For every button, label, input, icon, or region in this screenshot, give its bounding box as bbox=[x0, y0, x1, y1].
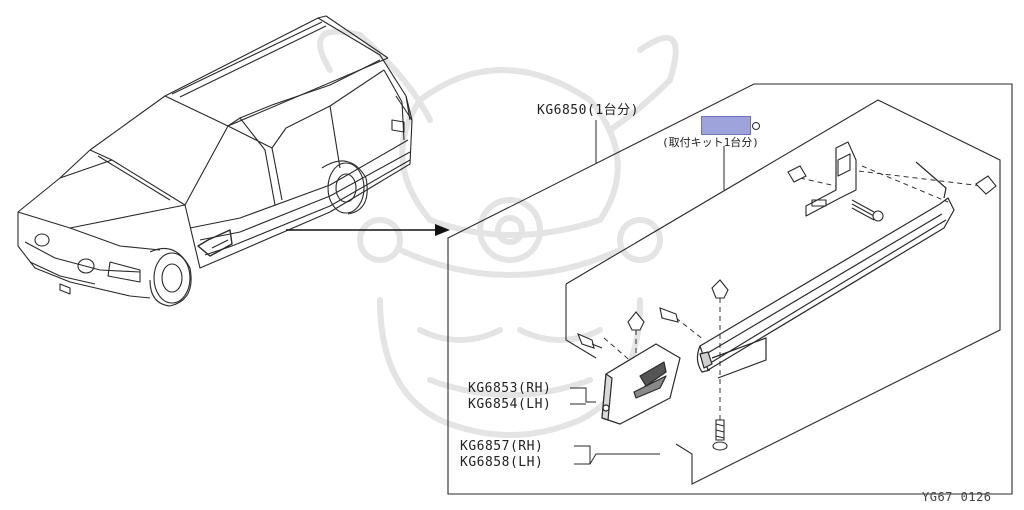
clips bbox=[576, 165, 997, 451]
pointer-arrow bbox=[286, 224, 450, 236]
label-part-lh-1: KG6854(LH) bbox=[468, 397, 552, 412]
label-part-lh-2: KG6858(LH) bbox=[460, 455, 544, 470]
kit-marker-circle bbox=[752, 122, 760, 130]
label-kit-mount: (取付キット1台分) bbox=[662, 136, 759, 149]
front-garnish bbox=[601, 343, 681, 425]
leader-lines bbox=[570, 120, 725, 465]
figure-code: YG67 0126 bbox=[922, 490, 992, 504]
detail-frame bbox=[447, 83, 1013, 495]
side-sill-molding bbox=[696, 161, 955, 379]
label-part-rh-2: KG6857(RH) bbox=[460, 439, 544, 454]
car-illustration bbox=[17, 15, 413, 307]
mounting-bracket bbox=[805, 141, 857, 217]
kit-highlight-box bbox=[701, 116, 751, 135]
bolt bbox=[851, 199, 884, 222]
label-part-rh-1: KG6853(RH) bbox=[468, 381, 552, 396]
assembly-dash-lines bbox=[603, 165, 983, 420]
label-kit-main: KG6850(1台分) bbox=[537, 103, 639, 118]
